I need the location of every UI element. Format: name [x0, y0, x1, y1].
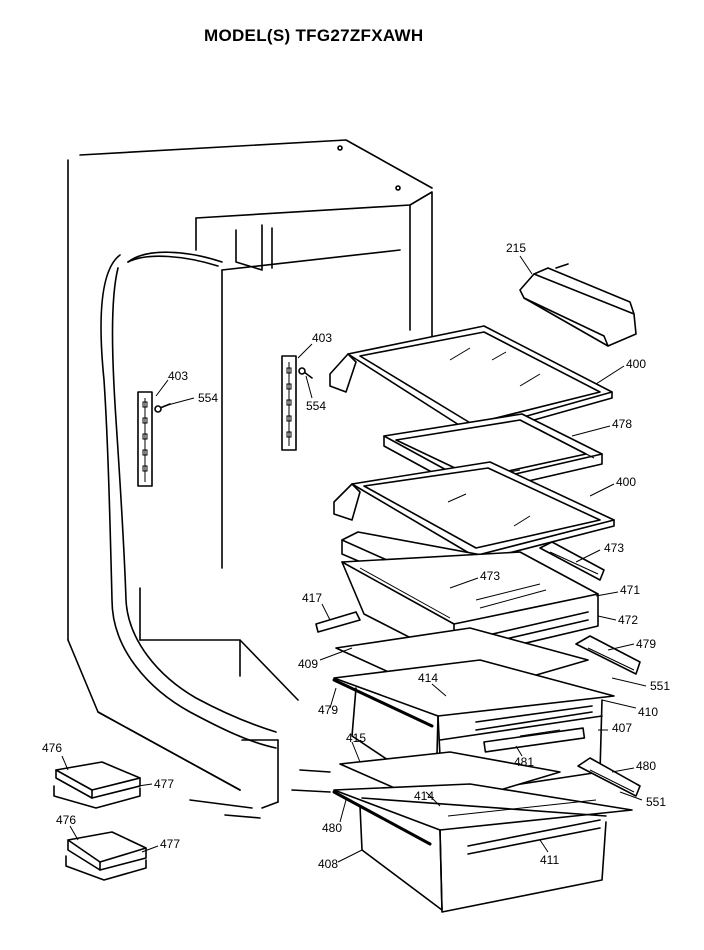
label-471: 471	[620, 583, 640, 597]
label-476-lower: 476	[56, 813, 76, 827]
label-400-top: 400	[626, 357, 646, 371]
label-477-upper: 477	[154, 777, 174, 791]
tray-set-lower	[65, 831, 147, 881]
slide-right-479	[575, 635, 641, 675]
label-477-lower: 477	[160, 837, 180, 851]
label-415: 415	[346, 731, 366, 745]
label-414-lower: 414	[414, 789, 434, 803]
shelf-rail-right	[281, 355, 297, 451]
crisper-drawer-bottom	[332, 783, 633, 913]
label-410: 410	[638, 705, 658, 719]
label-476-upper: 476	[42, 741, 62, 755]
slide-left-417	[315, 611, 361, 633]
label-551-lower: 551	[646, 795, 666, 809]
label-473-right: 473	[604, 541, 624, 555]
glass-shelf-middle	[333, 461, 615, 563]
label-215: 215	[506, 241, 526, 255]
label-480-right: 480	[636, 759, 656, 773]
glass-shelf-top	[329, 325, 613, 439]
refrigerator-cabinet	[67, 139, 433, 819]
label-408: 408	[318, 857, 338, 871]
label-473-center: 473	[480, 569, 500, 583]
label-479-left: 479	[318, 703, 338, 717]
label-400-middle: 400	[616, 475, 636, 489]
label-478: 478	[612, 417, 632, 431]
label-403-right: 403	[312, 331, 332, 345]
shelf-rail-left	[137, 391, 153, 487]
label-403-left: 403	[168, 369, 188, 383]
label-407: 407	[612, 721, 632, 735]
leader-lines	[61, 255, 647, 863]
tray-set-upper	[53, 761, 141, 809]
label-411: 411	[540, 853, 559, 867]
label-554-left: 554	[198, 391, 218, 405]
screw-right	[298, 367, 313, 379]
label-414-upper: 414	[418, 671, 438, 685]
label-554-right: 554	[306, 399, 326, 413]
part-number-labels: 215 403 403 554 554 400 478 400 473 473 …	[42, 241, 670, 871]
model-title: MODEL(S) TFG27ZFXAWH	[204, 26, 424, 45]
dairy-bin	[519, 263, 637, 347]
label-481: 481	[514, 755, 534, 769]
label-472: 472	[618, 613, 638, 627]
label-409: 409	[298, 657, 318, 671]
drawer-slide-upper	[539, 541, 605, 581]
label-480-left: 480	[322, 821, 342, 835]
slide-right-480	[577, 757, 641, 797]
label-551-upper: 551	[650, 679, 670, 693]
label-479-right: 479	[636, 637, 656, 651]
label-417: 417	[302, 591, 322, 605]
